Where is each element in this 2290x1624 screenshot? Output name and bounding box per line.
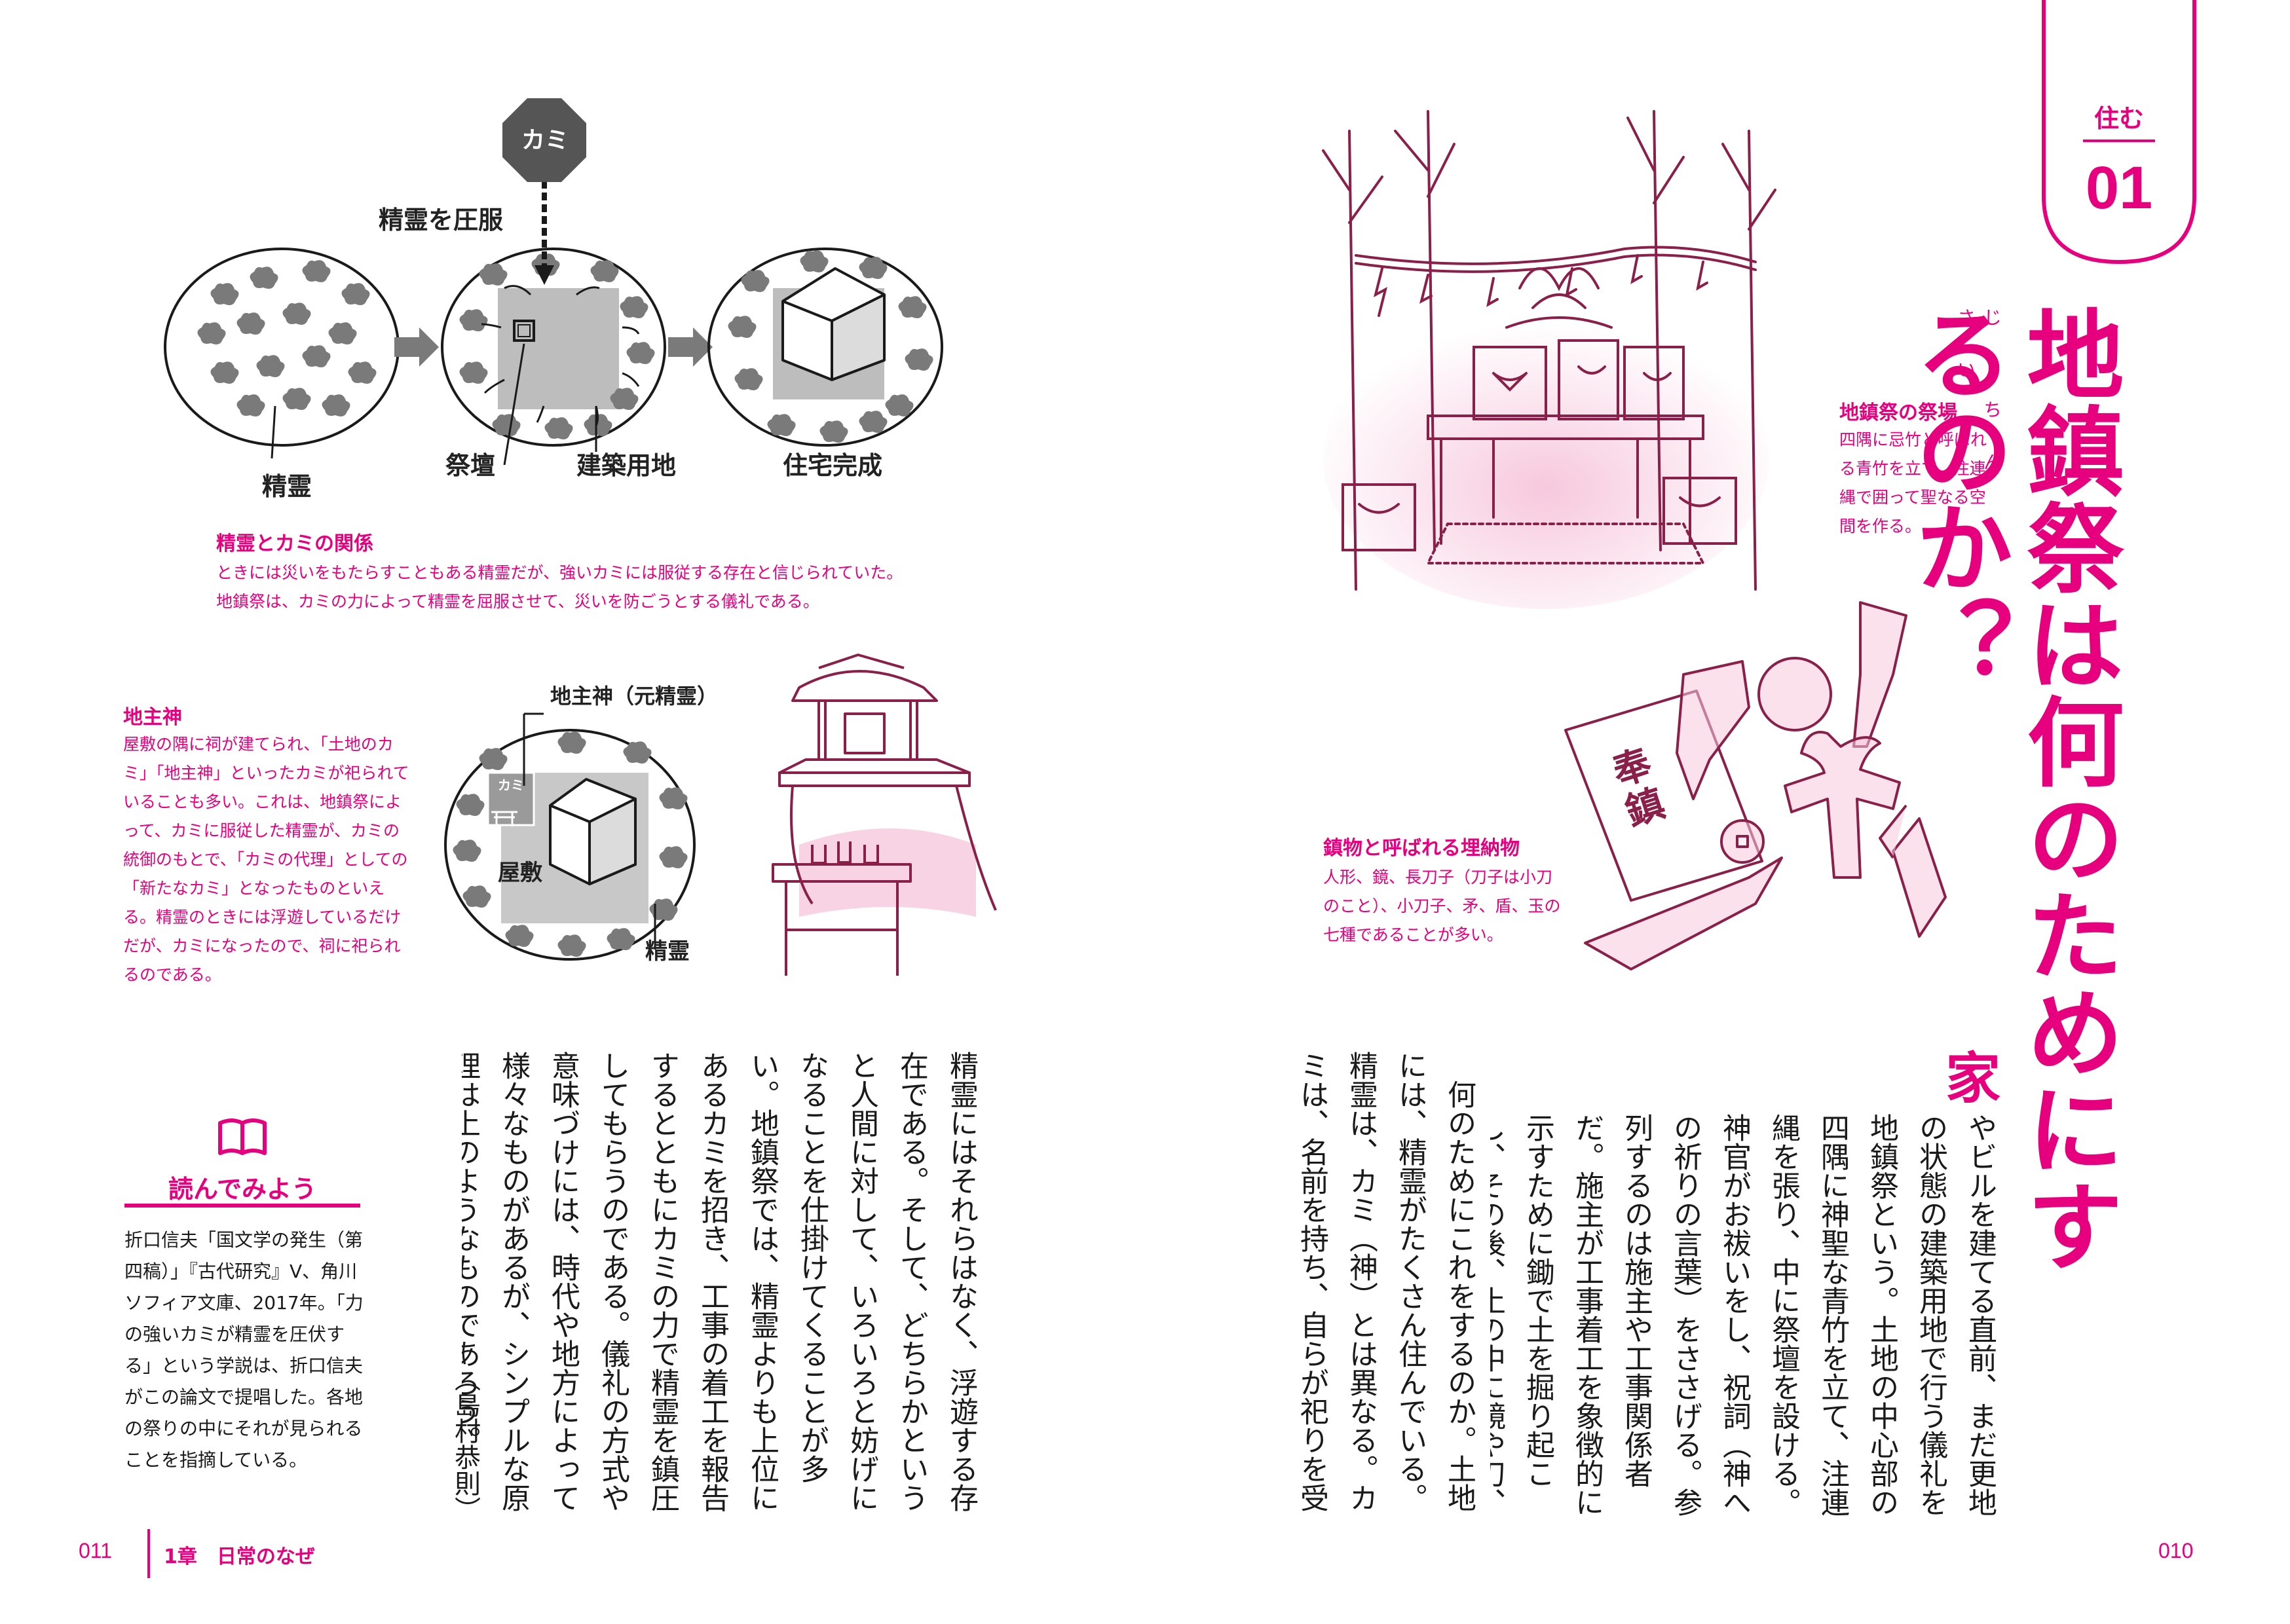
page-number-right: 010 bbox=[2158, 1539, 2194, 1562]
kami-small-badge: カミ bbox=[498, 777, 524, 793]
chinmono-items-illustration bbox=[1564, 601, 1947, 970]
body-text-left: 精霊にはそれらはなく、浮遊する存在である。そして、どちらかというと人間に対して、… bbox=[462, 1051, 978, 1512]
page-number-left: 011 bbox=[79, 1539, 113, 1562]
jinushi-body: 屋敷の隅に祠が建てられ、「土地のカミ」「地主神」といったカミが祀られていることも… bbox=[123, 735, 409, 984]
spirit-blobs-1 bbox=[197, 260, 377, 416]
page-title: 地鎮祭は何のためにするのか？ bbox=[1899, 304, 2123, 1274]
body-text-right-2: 何のためにこれをするのか。土地には、精霊がたくさん住んでいる。精霊は、カミ（神）… bbox=[1300, 1051, 1476, 1512]
author-credit: （島村恭則） bbox=[450, 1365, 480, 1522]
diagram-caption-body: ときには災いをもたらすこともある精霊だが、強いカミには服従する存在と信じられてい… bbox=[216, 563, 903, 611]
items-caption-heading: 鎮物と呼ばれる埋納物 bbox=[1323, 837, 1520, 860]
reading-body: 折口信夫「国文学の発生（第四稿）」『古代研究』Ⅴ、角川ソフィア文庫、2017年。… bbox=[124, 1229, 364, 1471]
items-caption-body: 人形、鏡、長刀子（刀子は小刀のこと）、小刀子、矛、盾、玉の七種であることが多い。 bbox=[1323, 868, 1561, 944]
section-number: 01 bbox=[2085, 155, 2153, 221]
title-ruby: じ ちん さい bbox=[1955, 308, 2002, 505]
label-house-complete: 住宅完成 bbox=[783, 451, 883, 480]
category-label: 住む bbox=[2093, 104, 2144, 133]
footer-divider bbox=[147, 1529, 150, 1578]
label-spirit-2: 精霊 bbox=[645, 938, 690, 965]
jinushi-diagram bbox=[444, 712, 696, 961]
subdue-label: 精霊を圧服 bbox=[379, 206, 504, 234]
label-yashiki: 屋敷 bbox=[498, 860, 542, 886]
drop-cap: 家 bbox=[1945, 1046, 2001, 1111]
diagram-caption-heading: 精霊とカミの関係 bbox=[216, 532, 373, 555]
body-text-right-1: やビルを建てる直前、まだ更地の状態の建築用地で行う儀礼を地鎮祭という。土地の中心… bbox=[1490, 1113, 1997, 1517]
label-altar: 祭壇 bbox=[445, 451, 496, 480]
category-tab bbox=[2042, 0, 2196, 265]
chapter-label: 1章 日常のなぜ bbox=[164, 1545, 315, 1568]
ceremony-caption-heading: 地鎮祭の祭場 bbox=[1839, 401, 1957, 424]
hokora-shrine-illustration bbox=[772, 654, 997, 976]
spirit-kami-diagram bbox=[164, 98, 943, 465]
reading-divider bbox=[124, 1204, 360, 1208]
reading-heading: 読んでみよう bbox=[168, 1175, 317, 1204]
book-icon bbox=[218, 1118, 267, 1155]
kami-badge: カミ bbox=[521, 127, 569, 154]
jichinsai-ceremony-illustration bbox=[1322, 110, 1776, 609]
label-building-site: 建築用地 bbox=[576, 451, 677, 480]
label-jinushi-god: 地主神（元精霊） bbox=[550, 684, 719, 709]
label-spirit: 精霊 bbox=[262, 472, 312, 501]
ceremony-caption-body: 四隅に忌竹と呼ばれる青竹を立て、注連縄で囲って聖なる空間を作る。 bbox=[1839, 430, 1987, 536]
jinushi-heading: 地主神 bbox=[123, 706, 182, 729]
